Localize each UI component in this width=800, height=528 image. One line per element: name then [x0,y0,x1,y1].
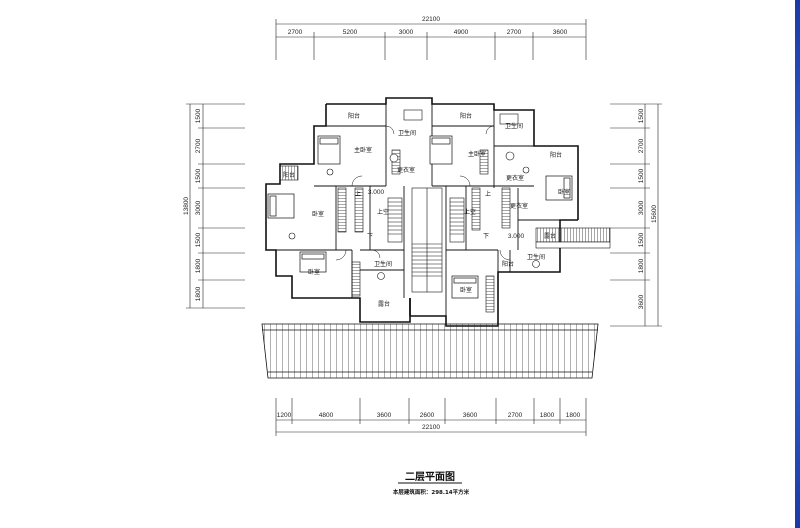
right-dimension [610,103,662,327]
room-label: 上空 [464,208,476,216]
bottom-dim-6: 2700 [508,412,523,419]
top-dim-3: 3000 [399,29,414,36]
top-dim-2: 5200 [343,29,358,36]
stair-up-mark: 上 [485,190,491,198]
room-label: 卫生间 [527,253,545,261]
right-dim-7: 3600 [638,294,645,309]
room-label: 上空 [377,208,389,216]
right-dim-5: 1500 [638,232,645,247]
door-swings [335,125,511,261]
room-label: 卧室 [308,268,320,276]
right-dim-6: 1800 [638,258,645,273]
right-dim-3: 1500 [638,168,645,183]
interior-walls [266,104,578,316]
bottom-dim-2: 4800 [319,412,334,419]
room-label: 卧室 [312,210,324,218]
top-dim-4: 4900 [454,29,469,36]
beds [267,135,573,299]
bottom-dim-5: 3600 [463,412,478,419]
room-label: 主卧室 [354,146,372,154]
left-total-dim: 13800 [183,197,190,215]
floor-area-note: 本层建筑面积：298.14平方米 [393,488,470,496]
bath-fixtures [288,109,540,280]
left-dim-3: 1500 [195,168,202,183]
left-dim-4: 3000 [195,200,202,215]
left-dim-1: 1500 [195,108,202,123]
stair-down-mark: 下 [483,233,489,240]
bottom-dim-3: 3600 [377,412,392,419]
right-dim-1: 1500 [638,108,645,123]
left-dimension [186,103,245,309]
wardrobe-hatching [337,149,511,313]
room-label: 卫生间 [398,129,416,137]
left-dim-7: 1800 [195,286,202,301]
room-label: 卧室 [460,286,472,294]
drawing-title: 二层平面图 [405,471,455,483]
bottom-dim-1: 1200 [277,412,292,419]
roof-eave [261,323,599,379]
top-total-dim: 22100 [422,16,440,23]
room-label: 更衣室 [510,202,528,210]
room-label: 更衣室 [397,166,415,174]
top-dim-5: 2700 [507,29,522,36]
room-label: 阳台 [550,151,562,159]
top-dimension [275,19,587,60]
bottom-dim-8: 1800 [566,412,581,419]
room-label: 阳台 [283,171,295,179]
room-label: 露台 [378,300,390,308]
window-edge-strip [795,0,800,528]
stair-up-mark: 上 [355,190,361,198]
left-dim-5: 1500 [195,232,202,247]
right-dim-4: 3000 [638,200,645,215]
room-label: 阳台 [502,260,514,268]
room-label: 卫生间 [505,122,523,130]
right-total-dim: 15600 [651,205,658,223]
room-label: 主卧室 [468,150,486,158]
room-label: 更衣室 [506,174,524,182]
room-label: 卫生间 [374,260,392,268]
top-dim-1: 2700 [288,29,303,36]
room-label: 阳台 [348,112,360,120]
right-dim-2: 2700 [638,138,645,153]
stairs [387,187,465,293]
balcony-railings [279,165,611,249]
room-label: 阳台 [460,112,472,120]
bottom-dimension [275,398,587,436]
room-label: 卧室 [558,188,570,196]
stair-down-mark: 下 [367,233,373,240]
room-label: 露台 [544,232,556,240]
top-dim-6: 3600 [553,29,568,36]
left-dim-6: 1800 [195,258,202,273]
bottom-total-dim: 22100 [422,424,440,431]
bottom-dim-7: 1800 [540,412,555,419]
bottom-dim-4: 2600 [420,412,435,419]
elevation-mark: 3.000 [508,233,525,240]
left-dim-2: 2700 [195,138,202,153]
elevation-mark: 3.000 [368,189,385,196]
